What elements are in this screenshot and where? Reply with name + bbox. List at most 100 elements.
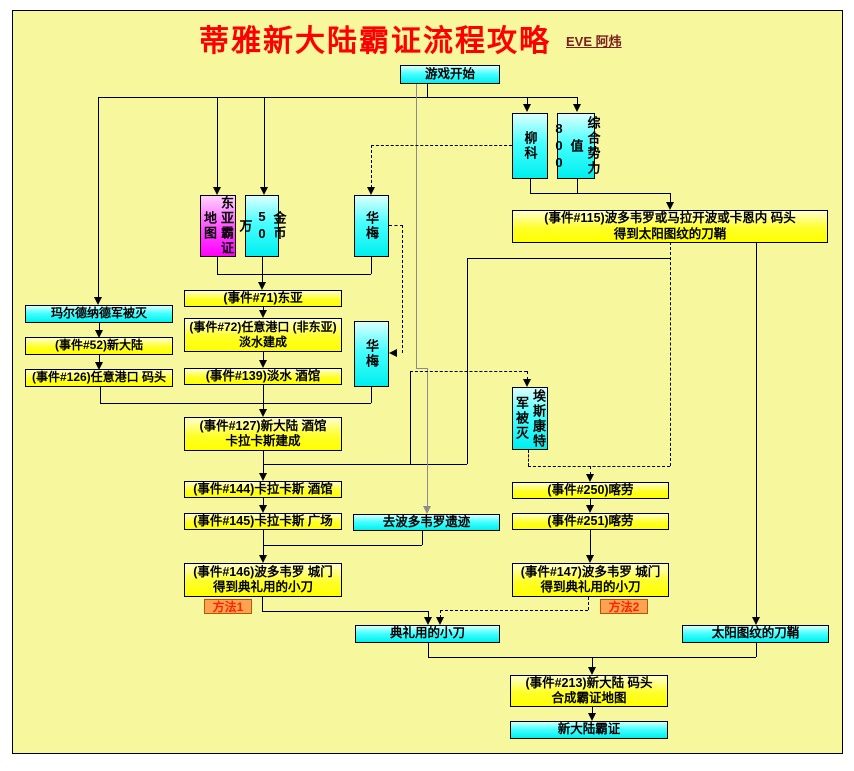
connector-line (590, 499, 591, 506)
connector-line (100, 387, 101, 403)
connector-line (263, 530, 264, 556)
connector-line (577, 179, 578, 193)
arrowhead-icon (389, 349, 397, 357)
connector-line (590, 466, 591, 475)
node-event-115: (事件#115)波多韦罗或马拉开波或卡恩内 码头 得到太阳图纹的刀鞘 (512, 210, 828, 243)
connector-line (416, 368, 428, 369)
arrowhead-icon (588, 713, 596, 721)
connector-line (263, 352, 264, 362)
connector-line (264, 97, 265, 187)
connector-line (402, 225, 403, 353)
connector-line (592, 707, 593, 714)
arrowhead-icon (95, 330, 103, 338)
node-game-start: 游戏开始 (400, 65, 500, 84)
connector-line (527, 97, 528, 106)
node-event-147: (事件#147)波多韦罗 城门 得到典礼用的小刀 (512, 563, 669, 597)
arrowhead-icon (423, 506, 431, 514)
connector-line (756, 643, 757, 657)
connector-line (371, 145, 372, 188)
arrowhead-icon (259, 555, 267, 563)
connector-line (217, 274, 371, 275)
arrowhead-icon (573, 104, 581, 112)
arrowhead-icon (586, 555, 594, 563)
connector-line (592, 657, 593, 668)
connector-line (263, 451, 264, 474)
node-event-145: (事件#145)卡拉卡斯 广场 (184, 513, 342, 530)
connector-line (427, 83, 428, 97)
label-method-1: 方法1 (204, 599, 252, 614)
arrowhead-icon (588, 667, 596, 675)
connector-line (670, 193, 671, 203)
page-title: 蒂雅新大陆霸证流程攻略 (199, 25, 551, 58)
connector-line (98, 97, 577, 98)
node-aisikangte-destroyed: 埃斯康特 军被灭 (512, 387, 548, 450)
node-event-139: (事件#139)淡水 酒馆 (184, 368, 342, 385)
connector-line (427, 368, 428, 506)
arrowhead-icon (259, 310, 267, 318)
arrowhead-icon (367, 187, 375, 195)
node-event-71: (事件#71)东亚 (184, 290, 342, 307)
connector-line (389, 225, 403, 226)
node-ceremony-knife: 典礼用的小刀 (355, 625, 500, 643)
label-method-2: 方法2 (600, 599, 648, 614)
arrowhead-icon (259, 360, 267, 368)
connector-line (440, 610, 588, 611)
arrowhead-icon (523, 104, 531, 112)
node-jinbi-50wan: 金币50 万 (238, 195, 287, 257)
node-event-213: (事件#213)新大陆 码头 合成霸证地图 (510, 675, 668, 707)
connector-line (530, 179, 531, 193)
connector-line (528, 450, 529, 466)
connector-line (263, 385, 264, 410)
connector-line (371, 145, 512, 146)
connector-line (428, 611, 429, 618)
arrowhead-icon (424, 617, 432, 625)
node-huamei-2: 华梅 (354, 321, 389, 387)
node-event-146: (事件#146)波多韦罗 城门 得到典礼用的小刀 (184, 563, 342, 597)
arrowhead-icon (666, 202, 674, 210)
connector-line (217, 97, 218, 187)
connector-line (262, 597, 263, 611)
node-liuke: 柳科 (512, 113, 548, 179)
connector-line (528, 466, 670, 467)
connector-line (428, 643, 429, 657)
connector-line (217, 257, 218, 274)
connector-line (371, 387, 372, 403)
connector-line (98, 97, 99, 297)
connector-line (263, 498, 264, 506)
node-dongya-bazheng-map: 东亚霸证 地图 (200, 195, 236, 257)
arrowhead-icon (259, 409, 267, 417)
connector-line (410, 372, 411, 464)
connector-line (756, 242, 757, 618)
connector-line (371, 257, 372, 274)
node-go-portobelo-ruins: 去波多韦罗遗迹 (353, 514, 500, 531)
arrowhead-icon (586, 474, 594, 482)
arrowhead-icon (259, 505, 267, 513)
connector-line (99, 323, 100, 330)
connector-line (263, 545, 422, 546)
arrowhead-icon (260, 187, 268, 195)
arrowhead-icon (258, 282, 266, 290)
connector-line (262, 257, 263, 283)
connector-line (410, 371, 527, 372)
connector-line (99, 355, 100, 362)
node-event-251: (事件#251)喀劳 (512, 513, 669, 530)
node-event-72: (事件#72)任意港口 (非东亚) 淡水建成 (184, 318, 342, 352)
arrowhead-icon (523, 379, 531, 387)
node-zonghe-shili-800: 综合势力 值800 (552, 113, 601, 179)
arrowhead-icon (95, 362, 103, 370)
node-event-250: (事件#250)喀劳 (512, 482, 669, 499)
connector-line (262, 611, 428, 612)
node-maerdenade-destroyed: 玛尔德纳德军被灭 (25, 305, 173, 323)
arrowhead-icon (752, 617, 760, 625)
node-event-126: (事件#126)任意港口 码头 (25, 369, 173, 387)
node-sun-pattern-sheath: 太阳图纹的刀鞘 (682, 625, 829, 643)
node-huamei-1: 华梅 (354, 195, 389, 257)
connector-line (530, 193, 670, 194)
connector-line (263, 307, 264, 312)
connector-line (263, 464, 467, 465)
connector-line (588, 597, 589, 610)
node-event-52: (事件#52)新大陆 (25, 337, 173, 355)
arrowhead-icon (436, 617, 444, 625)
connector-line (100, 403, 371, 404)
